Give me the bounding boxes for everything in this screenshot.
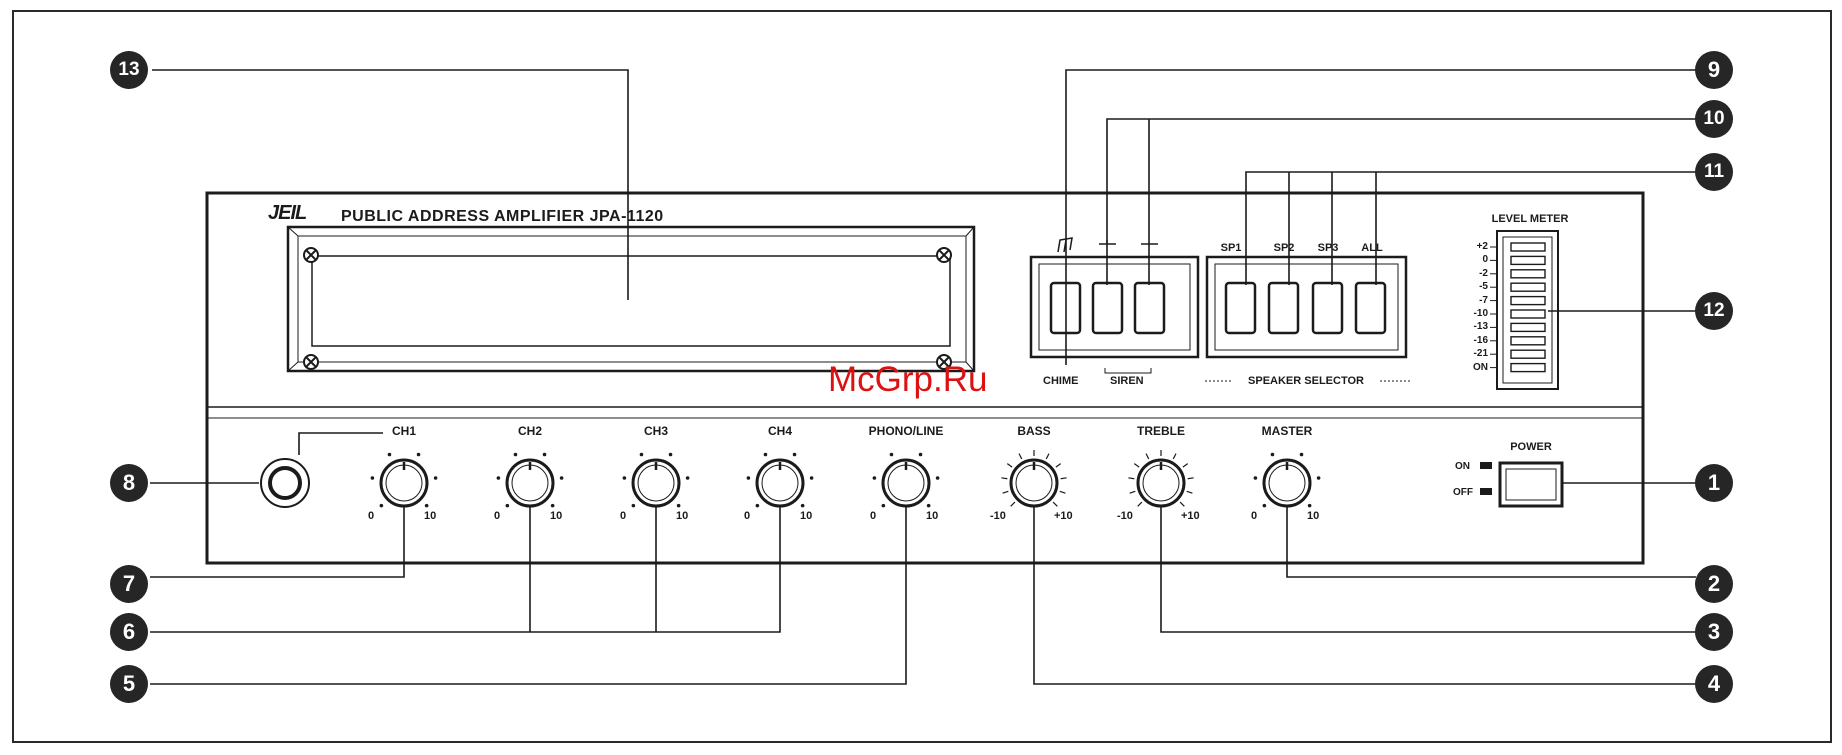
level-meter-tick: -10	[1474, 308, 1488, 319]
knob-min-label: -10	[990, 510, 1006, 522]
level-led	[1511, 256, 1545, 264]
knob-min-label: 0	[1251, 510, 1257, 522]
screw-icon	[937, 248, 951, 262]
sp2-button[interactable]	[1269, 283, 1298, 333]
knob-phono-line[interactable]	[873, 453, 940, 508]
knob-min-label: 0	[870, 510, 876, 522]
sp3-button[interactable]	[1313, 283, 1342, 333]
sp1-label: SP1	[1221, 242, 1242, 254]
level-meter-tick: -7	[1479, 295, 1488, 306]
callout-7: 7	[110, 565, 148, 603]
speaker-selector-label: SPEAKER SELECTOR	[1248, 375, 1364, 387]
level-meter-tick: -21	[1474, 348, 1488, 359]
level-meter-tick: 0	[1482, 254, 1488, 265]
chime-siren-group	[1031, 238, 1198, 373]
knob-ch1[interactable]	[371, 453, 438, 508]
level-meter-tick: -13	[1474, 321, 1488, 332]
knob-ch4[interactable]	[747, 453, 814, 508]
knob-max-label: 10	[550, 510, 562, 522]
on-indicator-icon	[1480, 462, 1492, 469]
level-led	[1511, 270, 1545, 278]
knob-max-label: 10	[424, 510, 436, 522]
screw-icon	[304, 248, 318, 262]
callout-10: 10	[1695, 100, 1733, 138]
level-meter-tick: -5	[1479, 281, 1488, 292]
callout-9: 9	[1695, 51, 1733, 89]
power-label: POWER	[1510, 441, 1552, 453]
level-meter-tick: -2	[1479, 268, 1488, 279]
callout-13: 13	[110, 51, 148, 89]
level-meter-tick: ON	[1473, 362, 1488, 373]
knob-label: CH1	[392, 424, 416, 438]
knob-ch3[interactable]	[623, 453, 690, 508]
callout-3: 3	[1695, 613, 1733, 651]
model-title: PUBLIC ADDRESS AMPLIFIER JPA-1120	[341, 208, 664, 226]
knob-min-label: -10	[1117, 510, 1133, 522]
all-button[interactable]	[1356, 283, 1385, 333]
power-on-label: ON	[1455, 461, 1470, 472]
all-label: ALL	[1361, 242, 1382, 254]
knob-label: CH2	[518, 424, 542, 438]
off-indicator-icon	[1480, 488, 1492, 495]
callout-4: 4	[1695, 665, 1733, 703]
headphone-jack[interactable]	[261, 459, 309, 507]
knob-max-label: 10	[926, 510, 938, 522]
power-off-label: OFF	[1453, 487, 1473, 498]
level-led	[1511, 310, 1545, 318]
display-window	[288, 227, 974, 371]
knob-max-label: +10	[1054, 510, 1073, 522]
knob-max-label: +10	[1181, 510, 1200, 522]
level-meter	[1490, 231, 1558, 389]
screw-icon	[304, 355, 318, 369]
knob-ch2[interactable]	[497, 453, 564, 508]
callout-12: 12	[1695, 292, 1733, 330]
knob-max-label: 10	[800, 510, 812, 522]
level-meter-label: LEVEL METER	[1492, 213, 1569, 225]
knob-min-label: 0	[620, 510, 626, 522]
level-led	[1511, 283, 1545, 291]
knob-label: TREBLE	[1137, 424, 1185, 438]
knob-min-label: 0	[494, 510, 500, 522]
callout-1: 1	[1695, 464, 1733, 502]
siren-bracket	[1105, 368, 1151, 373]
siren-button-1[interactable]	[1093, 283, 1122, 333]
sp2-label: SP2	[1274, 242, 1295, 254]
callout-8: 8	[110, 464, 148, 502]
siren-button-2[interactable]	[1135, 283, 1164, 333]
level-led	[1511, 323, 1545, 331]
sp1-button[interactable]	[1226, 283, 1255, 333]
chime-symbol-icon	[1058, 238, 1072, 252]
knob-max-label: 10	[1307, 510, 1319, 522]
knob-label: BASS	[1017, 424, 1050, 438]
callout-6: 6	[110, 613, 148, 651]
level-led	[1511, 297, 1545, 305]
level-led	[1511, 364, 1545, 372]
level-meter-tick: +2	[1477, 241, 1488, 252]
knob-max-label: 10	[676, 510, 688, 522]
level-led	[1511, 243, 1545, 251]
knob-label: CH4	[768, 424, 792, 438]
knob-master[interactable]	[1254, 453, 1321, 508]
knob-min-label: 0	[368, 510, 374, 522]
level-meter-tick: -16	[1474, 335, 1488, 346]
knob-treble[interactable]	[1128, 450, 1193, 506]
callout-11: 11	[1695, 153, 1733, 191]
callout-2: 2	[1695, 565, 1733, 603]
knob-label: MASTER	[1262, 424, 1313, 438]
knob-bass[interactable]	[1001, 450, 1066, 506]
siren-label: SIREN	[1110, 375, 1144, 387]
level-led	[1511, 350, 1545, 358]
chime-label: CHIME	[1043, 375, 1078, 387]
brand-logo: JEIL	[268, 202, 306, 225]
sp3-label: SP3	[1318, 242, 1339, 254]
knob-min-label: 0	[744, 510, 750, 522]
callout-5: 5	[110, 665, 148, 703]
level-led	[1511, 337, 1545, 345]
speaker-selector-group	[1205, 257, 1410, 381]
knob-label: PHONO/LINE	[869, 424, 944, 438]
watermark: McGrp.Ru	[828, 360, 987, 400]
knob-label: CH3	[644, 424, 668, 438]
